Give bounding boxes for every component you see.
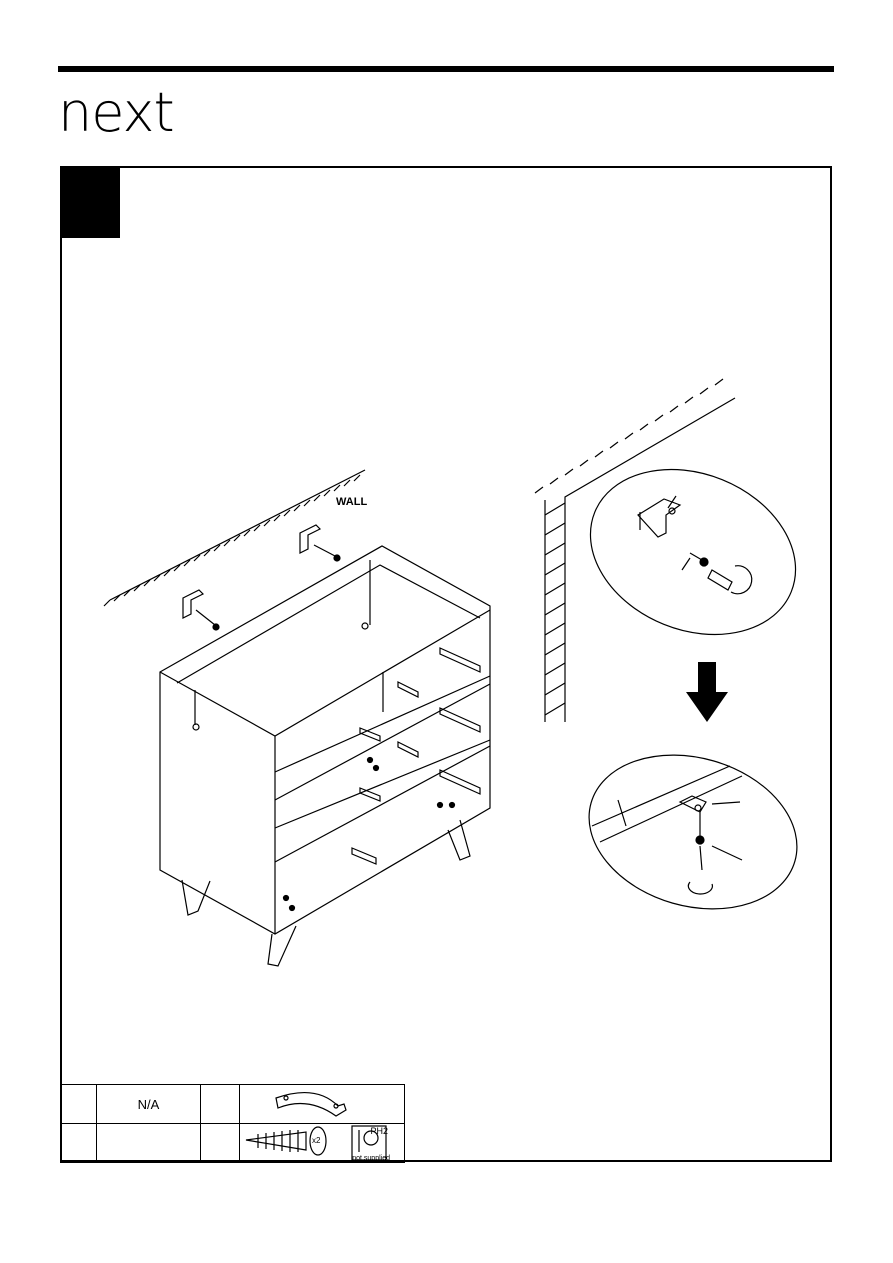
part-id-cell <box>61 1124 97 1163</box>
parts-table: N/A PH2 not supplied x2 <box>60 1084 405 1163</box>
tool-label: PH2 <box>370 1126 388 1136</box>
bracket-left <box>183 590 219 630</box>
table-row: PH2 not supplied x2 <box>61 1124 405 1163</box>
detail-circle-unit-fixing <box>571 732 816 933</box>
part-image-cell <box>240 1085 405 1124</box>
part-id-cell <box>61 1085 97 1124</box>
part-code-cell <box>201 1085 240 1124</box>
part-qty-cell <box>97 1124 201 1163</box>
part-image-cell: PH2 not supplied x2 <box>240 1124 405 1163</box>
bracket-right <box>300 525 340 561</box>
tool-note: not supplied <box>352 1155 390 1162</box>
wall-label: WALL <box>336 496 367 508</box>
down-arrow-icon <box>686 662 728 722</box>
part-qty-cell: N/A <box>97 1085 201 1124</box>
screw-quantity: x2 <box>312 1136 320 1145</box>
detail-circle-wall-fixing <box>565 440 820 664</box>
chest-of-drawers <box>160 546 490 966</box>
table-row: N/A <box>61 1085 405 1124</box>
part-code-cell <box>201 1124 240 1163</box>
left-wall-hatch <box>104 470 365 606</box>
